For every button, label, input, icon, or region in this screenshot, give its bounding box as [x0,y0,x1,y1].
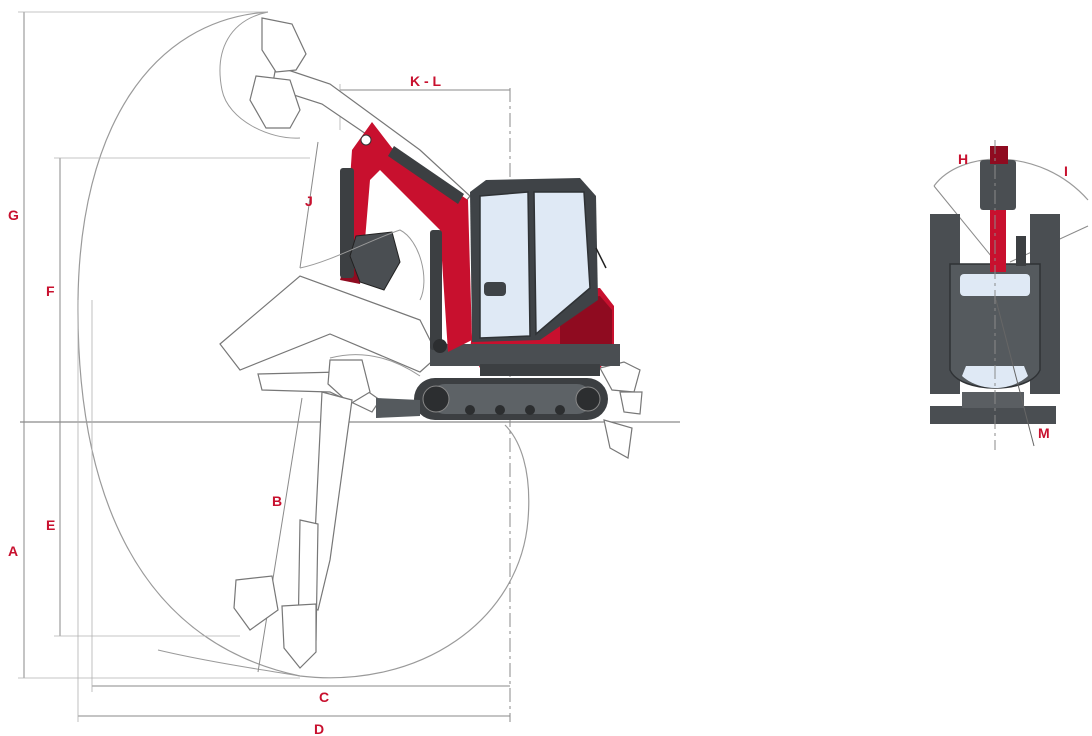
front-cylinder [1016,236,1026,266]
label-j: J [305,193,313,209]
label-a: A [8,543,18,559]
label-d: D [314,721,324,736]
bucket-swing-arc [219,11,301,139]
label-i: I [1064,163,1068,179]
reach-envelope [77,11,530,679]
front-blade-plate [376,398,420,418]
dig-depth-arc [157,649,301,677]
front-bucket [980,160,1016,210]
dozer-blade [599,361,643,459]
cab [470,178,607,342]
dim-h-line [933,185,997,263]
ground-reach-arc [329,354,421,377]
label-b: B [272,493,282,509]
dim-m-line [995,299,1035,447]
front-bucket-link [990,146,1008,164]
dim-j-line [299,141,319,269]
dimension-labels: G F A E B C D J K - L H I M [8,73,1068,736]
label-e: E [46,517,55,533]
front-boom [990,200,1006,272]
front-dozer-blade [930,406,1056,424]
label-kl: K - L [410,73,442,89]
label-g: G [8,207,19,223]
label-h: H [958,151,968,167]
dim-b-line [257,397,303,673]
blade-bracket [962,392,1024,408]
label-f: F [46,283,55,299]
ghost-boom-dig [233,391,353,669]
bucket [349,231,401,291]
label-c: C [319,689,329,705]
bucket-arc [299,229,425,301]
front-view [930,140,1089,450]
ghost-boom-lower [219,275,439,413]
undercarriage [414,378,608,420]
side-view [18,11,680,722]
label-m: M [1038,425,1050,441]
